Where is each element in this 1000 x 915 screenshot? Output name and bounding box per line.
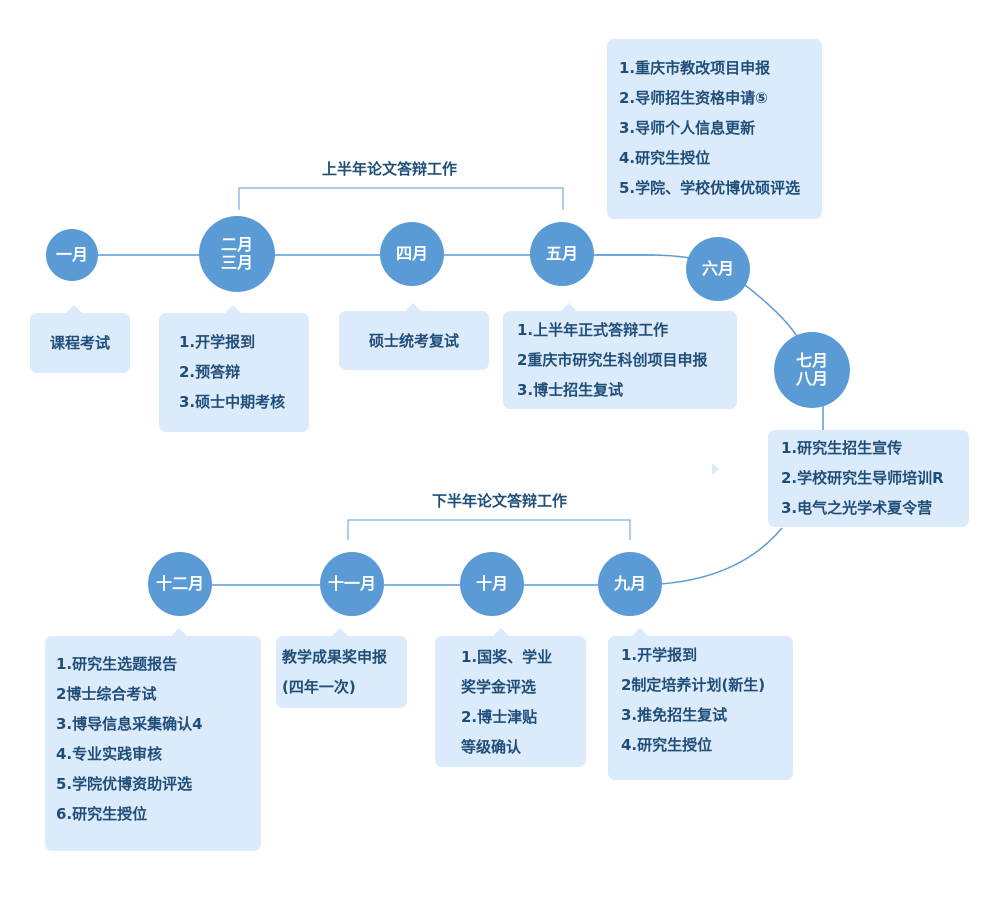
timeline-curve-sep2	[659, 527, 783, 585]
task-item: 等级确认	[461, 738, 522, 756]
task-box-apr: 硕士统考复试	[339, 303, 489, 370]
task-item: 奖学金评选	[461, 678, 537, 696]
task-item: 2.学校研究生导师培训R	[781, 469, 944, 487]
task-item: 3.电气之光学术夏令营	[781, 499, 933, 517]
task-box-jan: 课程考试	[30, 305, 130, 373]
task-box-dec: 1.研究生选题报告 2博士综合考试 3.博导信息采集确认4 4.专业实践审核 5…	[45, 628, 261, 851]
task-item: 2.预答辩	[179, 363, 241, 381]
month-node-oct: 十月	[460, 552, 524, 616]
task-item: 1.国奖、学业	[461, 648, 553, 666]
task-item: 3.硕士中期考核	[179, 393, 286, 411]
month-node-nov: 十一月	[320, 552, 384, 616]
task-item: 3.推免招生复试	[621, 706, 728, 724]
task-item: 3.导师个人信息更新	[619, 119, 756, 137]
task-box-jul-aug: 1.研究生招生宣传 2.学校研究生导师培训R 3.电气之光学术夏令营	[768, 430, 969, 527]
bracket-top-label: 上半年论文答辩工作	[322, 160, 458, 178]
task-box-oct: 1.国奖、学业 奖学金评选 2.博士津贴 等级确认	[435, 628, 586, 767]
task-item: 1.研究生招生宣传	[781, 439, 903, 457]
task-box-sep: 1.开学报到 2制定培养计划(新生) 3.推免招生复试 4.研究生授位	[608, 628, 793, 780]
month-node-feb-mar: 二月 三月	[199, 216, 275, 292]
task-item: 4.研究生授位	[621, 736, 713, 754]
bracket-top	[238, 187, 564, 210]
task-item: 3.博导信息采集确认4	[56, 715, 203, 733]
decor-triangle	[712, 463, 719, 475]
task-item: 1.开学报到	[621, 646, 698, 664]
task-box-jun: 1.重庆市教改项目申报 2.导师招生资格申请⑤ 3.导师个人信息更新 4.研究生…	[607, 39, 822, 219]
month-node-jun: 六月	[686, 237, 750, 301]
task-item: 1.上半年正式答辩工作	[517, 321, 669, 339]
task-item: 硕士统考复试	[368, 331, 459, 350]
bracket-bottom	[347, 519, 631, 540]
task-item: 2重庆市研究生科创项目申报	[517, 351, 708, 369]
task-item: 1.研究生选题报告	[56, 655, 178, 673]
task-item: 3.博士招生复试	[517, 381, 624, 399]
task-item: 5.学院优博资助评选	[56, 775, 193, 793]
month-node-dec: 十二月	[148, 552, 212, 616]
task-box-feb-mar: 1.开学报到 2.预答辩 3.硕士中期考核	[159, 305, 309, 432]
month-node-jan: 一月	[46, 229, 98, 281]
month-node-sep: 九月	[598, 552, 662, 616]
task-item: 1.开学报到	[179, 333, 256, 351]
task-item: (四年一次)	[282, 678, 356, 696]
task-item: 2博士综合考试	[56, 685, 157, 703]
month-node-may: 五月	[530, 222, 594, 286]
task-item: 2.博士津贴	[461, 708, 538, 726]
task-box-may: 1.上半年正式答辩工作 2重庆市研究生科创项目申报 3.博士招生复试	[503, 303, 737, 409]
task-item: 4.研究生授位	[619, 149, 711, 167]
task-item: 5.学院、学校优博优硕评选	[619, 179, 801, 197]
task-box-nov: 教学成果奖申报 (四年一次)	[276, 628, 407, 708]
task-item: 6.研究生授位	[56, 805, 148, 823]
task-item: 教学成果奖申报	[282, 648, 388, 666]
task-item: 1.重庆市教改项目申报	[619, 59, 771, 77]
task-item: 2制定培养计划(新生)	[621, 676, 766, 694]
task-item: 课程考试	[49, 334, 110, 352]
task-item: 2.导师招生资格申请⑤	[619, 89, 768, 107]
month-node-jul-aug: 七月 八月	[774, 332, 850, 408]
month-node-apr: 四月	[380, 222, 444, 286]
bracket-bottom-label: 下半年论文答辩工作	[432, 492, 568, 510]
task-item: 4.专业实践审核	[56, 745, 163, 763]
